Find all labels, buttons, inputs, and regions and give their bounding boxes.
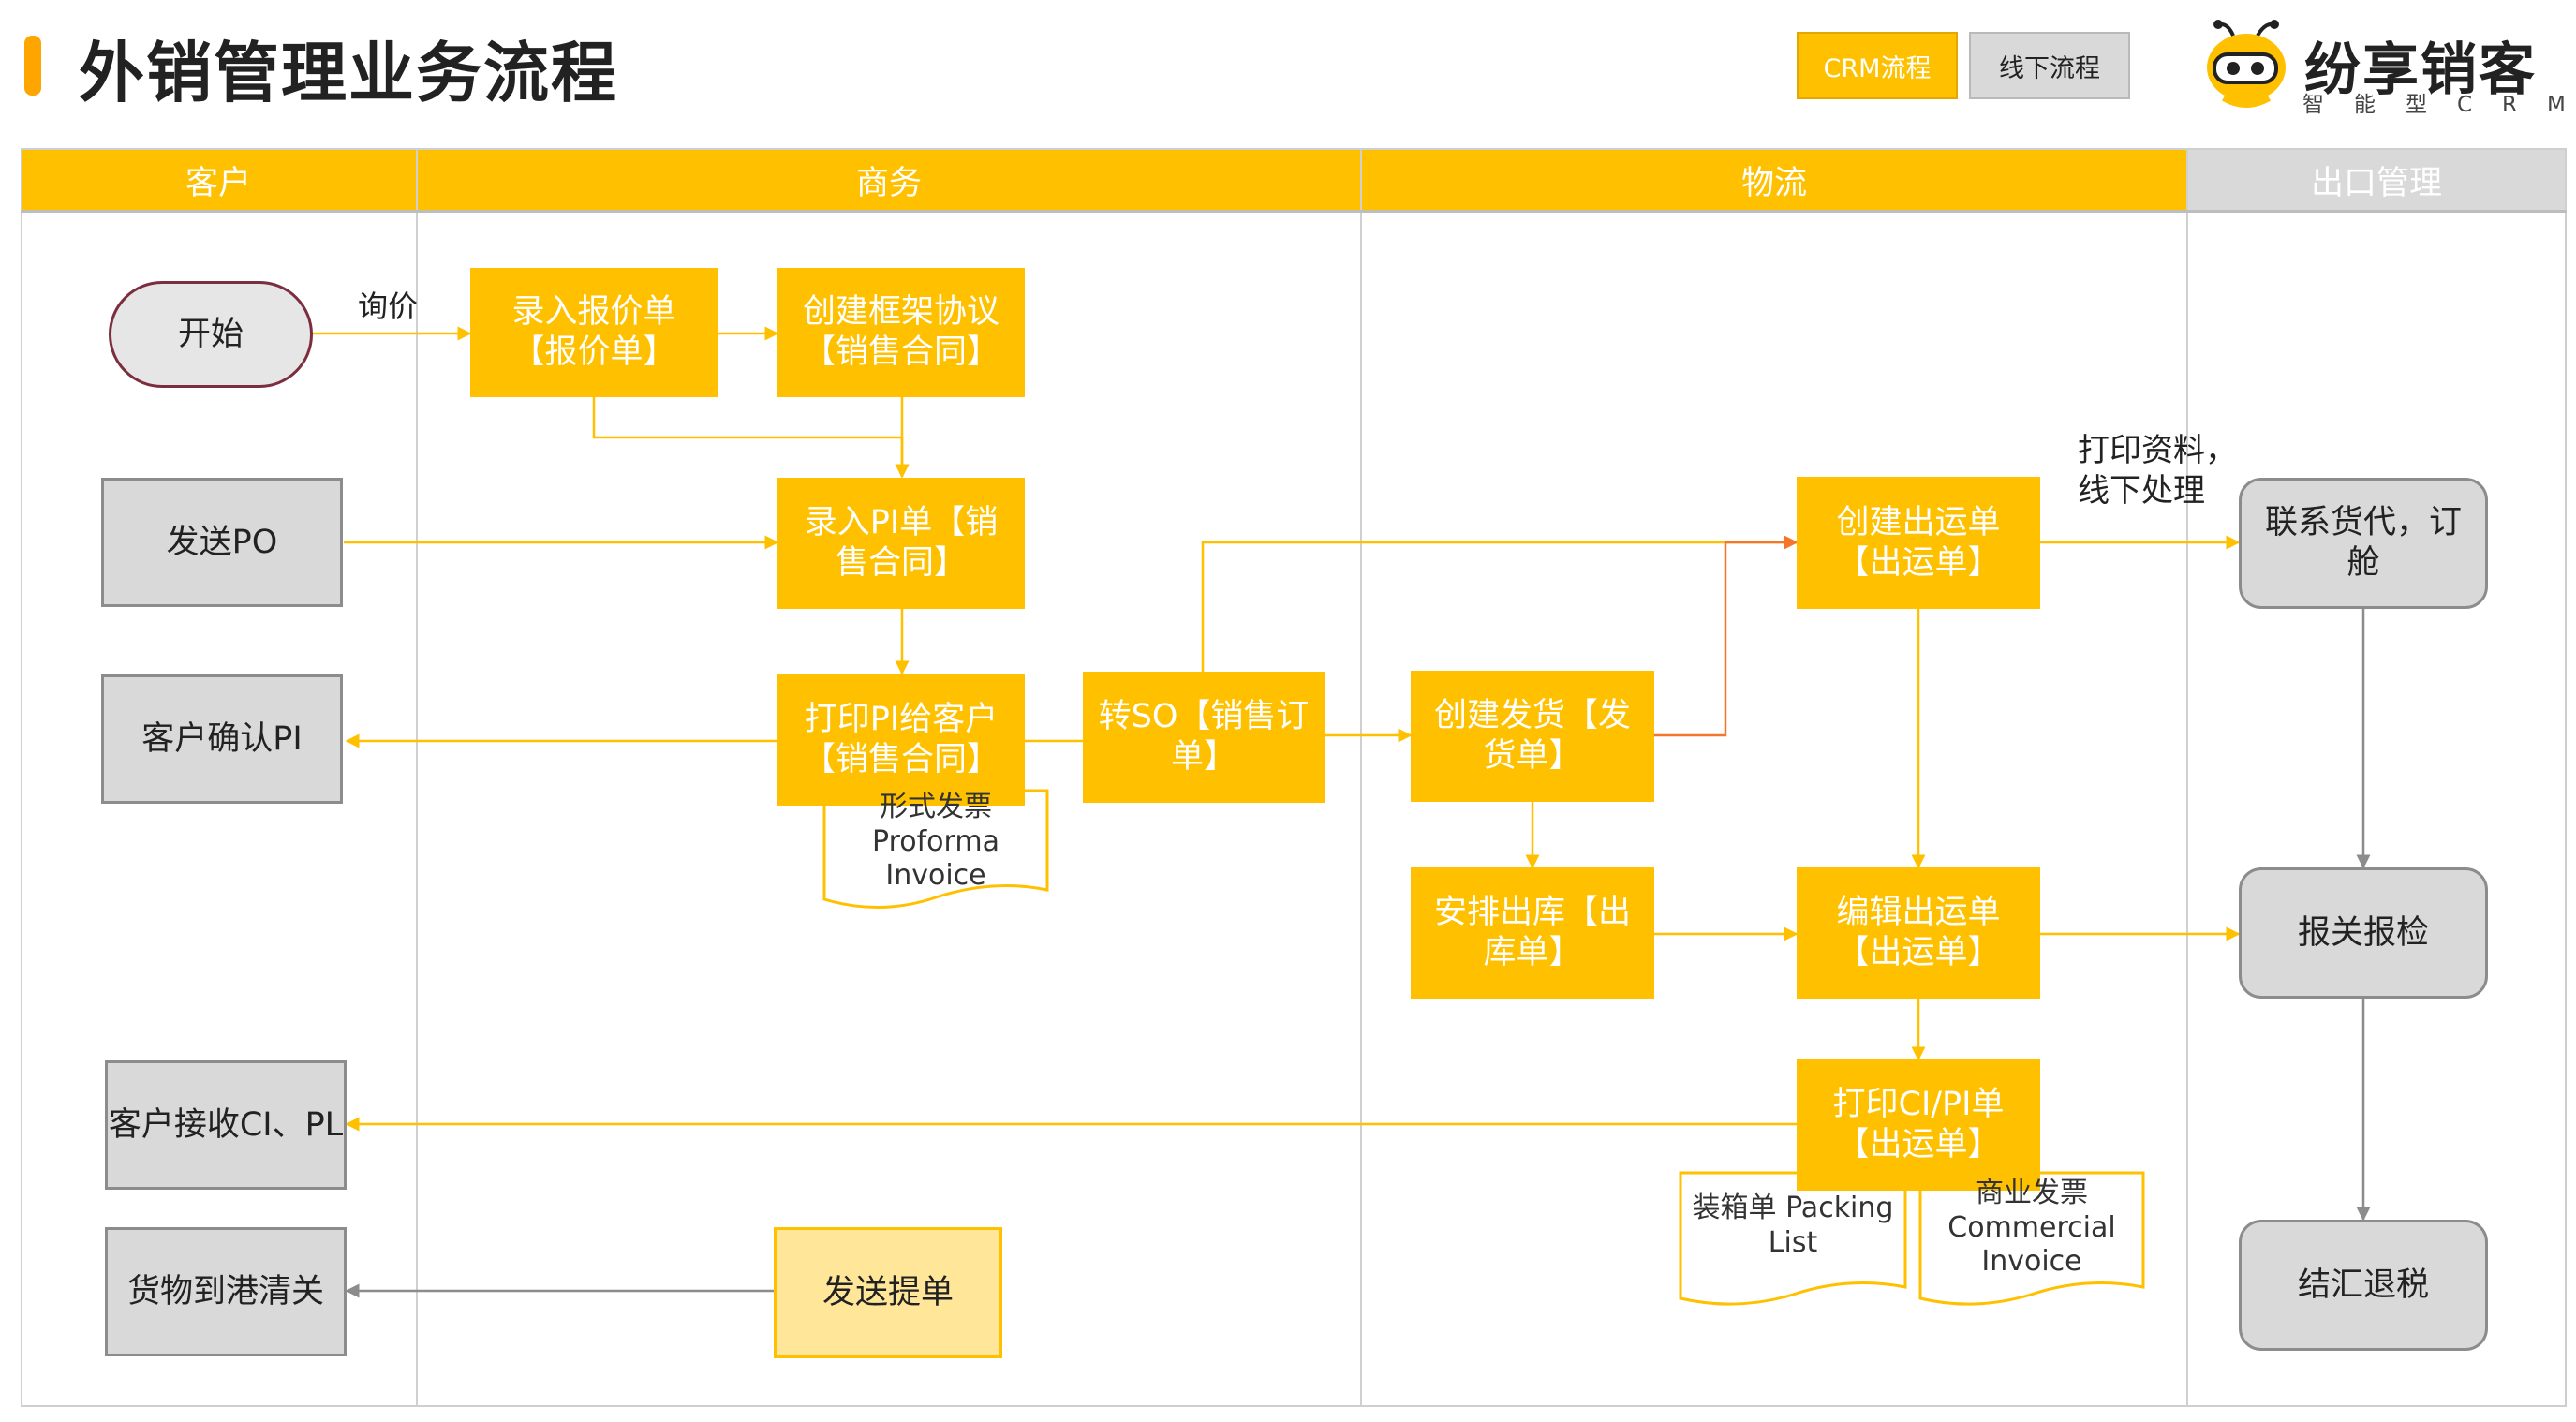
proforma-invoice-doc: 形式发票 Proforma Invoice [872, 791, 999, 893]
goods-clearance-node[interactable]: 货物到港清关 [105, 1227, 347, 1356]
customer-receive-ci-pl-node[interactable]: 客户接收CI、PL [105, 1060, 347, 1190]
lane-business [418, 212, 1362, 1407]
print-ci-pi-node[interactable]: 打印CI/PI单【出运单】 [1797, 1059, 2040, 1191]
edge-so-to-shipment [1201, 535, 1799, 672]
send-bill-node[interactable]: 发送提单 [774, 1227, 1002, 1358]
lane-logistics [1362, 212, 2188, 1407]
packing-list-doc: 装箱单 Packing List [1692, 1192, 1894, 1259]
quote-node[interactable]: 录入报价单【报价单】 [470, 268, 718, 397]
lane-header-business: 商务 [418, 148, 1362, 212]
crm-flow-button[interactable]: CRM流程 [1797, 32, 1958, 99]
offline-flow-button[interactable]: 线下流程 [1969, 32, 2130, 99]
lane-header-divider [21, 210, 2567, 213]
edge-delivery-to-shipment [1654, 535, 1799, 737]
print-pi-node[interactable]: 打印PI给客户【销售合同】 [777, 674, 1025, 806]
send-po-node[interactable]: 发送PO [101, 478, 343, 607]
bee-mascot-icon [2207, 20, 2286, 108]
swimlane-frame [21, 148, 2567, 1407]
logo-subtitle: 智能型CRM [2302, 93, 2576, 117]
doc-shape-commercial [1918, 1171, 2145, 1306]
forex-node[interactable]: 结汇退税 [2239, 1220, 2488, 1351]
customs-node[interactable]: 报关报检 [2239, 867, 2488, 999]
customer-confirm-pi-node[interactable]: 客户确认PI [101, 674, 343, 804]
edge-quote-to-pi [592, 397, 910, 479]
logo-name: 纷享销客 [2304, 37, 2537, 103]
commercial-invoice-doc: 商业发票 Commercial Invoice [1947, 1177, 2116, 1279]
arrange-out-node[interactable]: 安排出库【出库单】 [1411, 867, 1654, 999]
lane-header-logistics: 物流 [1362, 148, 2188, 212]
inquiry-label: 询价 [358, 289, 419, 324]
start-node[interactable]: 开始 [109, 281, 313, 388]
edit-shipment-node[interactable]: 编辑出运单【出运单】 [1797, 867, 2040, 999]
title-accent-bar [24, 36, 41, 96]
page-title: 外销管理业务流程 [79, 35, 618, 111]
frame-agreement-node[interactable]: 创建框架协议【销售合同】 [777, 268, 1025, 397]
contact-forwarder-node[interactable]: 联系货代，订舱 [2239, 478, 2488, 609]
create-delivery-node[interactable]: 创建发货【发货单】 [1411, 671, 1654, 802]
lane-header-export: 出口管理 [2188, 148, 2567, 212]
print-data-label: 打印资料，线下处理 [2078, 432, 2237, 510]
to-so-node[interactable]: 转SO【销售订单】 [1083, 672, 1325, 803]
doc-shape-packing [1679, 1171, 1907, 1306]
lane-customer [21, 212, 418, 1407]
doc-shape-proforma [822, 789, 1049, 909]
input-pi-node[interactable]: 录入PI单【销售合同】 [777, 478, 1025, 609]
lane-header-customer: 客户 [21, 148, 418, 212]
create-shipment-node[interactable]: 创建出运单【出运单】 [1797, 477, 2040, 609]
